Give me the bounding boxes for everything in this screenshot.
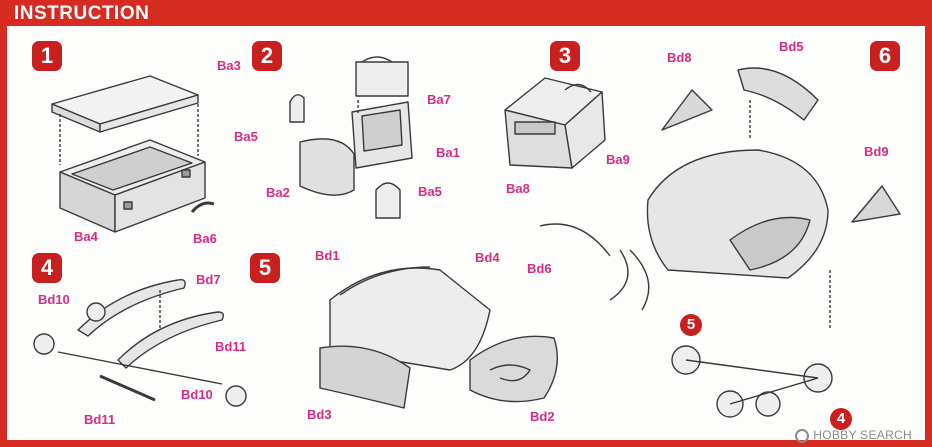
label-ba5-bottom: Ba5: [418, 184, 442, 199]
header-bar: INSTRUCTION: [0, 0, 932, 26]
step2-seat: [289, 56, 413, 219]
label-bd8: Bd8: [667, 50, 692, 65]
label-bd1: Bd1: [315, 248, 340, 263]
label-bd11-right: Bd11: [215, 339, 247, 354]
label-bd11-bottom: Bd11: [84, 412, 116, 427]
label-bd2: Bd2: [530, 409, 555, 424]
label-ba1: Ba1: [436, 145, 460, 160]
step-5-badge: 5: [250, 253, 280, 283]
step-4-badge: 4: [32, 253, 62, 283]
label-ba4: Ba4: [74, 229, 98, 244]
step3-bag: [504, 77, 606, 169]
step5-body: [319, 266, 559, 409]
step6-pram: [539, 67, 901, 418]
label-ba9: Ba9: [606, 152, 630, 167]
label-bd10-left: Bd10: [38, 292, 70, 307]
step-1-badge: 1: [32, 41, 62, 71]
label-ba2: Ba2: [266, 185, 290, 200]
watermark: HOBBY SEARCH: [795, 428, 912, 443]
label-bd10-right: Bd10: [181, 387, 213, 402]
label-bd3: Bd3: [307, 407, 332, 422]
label-ba8: Ba8: [506, 181, 530, 196]
label-ba7: Ba7: [427, 92, 451, 107]
step1-case: [51, 75, 215, 233]
label-bd6: Bd6: [527, 261, 552, 276]
label-ba6: Ba6: [193, 231, 217, 246]
step-2-badge: 2: [252, 41, 282, 71]
step-ref-5: 5: [680, 314, 702, 336]
label-bd5: Bd5: [779, 39, 804, 54]
step-6-badge: 6: [870, 41, 900, 71]
label-bd7: Bd7: [196, 272, 221, 287]
label-bd9: Bd9: [864, 144, 889, 159]
step4-chassis: [33, 278, 247, 407]
watermark-logo-icon: [795, 429, 810, 443]
watermark-text: HOBBY SEARCH: [813, 428, 912, 442]
header-title: INSTRUCTION: [14, 3, 150, 24]
step-ref-4: 4: [830, 408, 852, 430]
label-bd4: Bd4: [475, 250, 500, 265]
step-3-badge: 3: [550, 41, 580, 71]
label-ba5-top: Ba5: [234, 129, 258, 144]
label-ba3: Ba3: [217, 58, 241, 73]
